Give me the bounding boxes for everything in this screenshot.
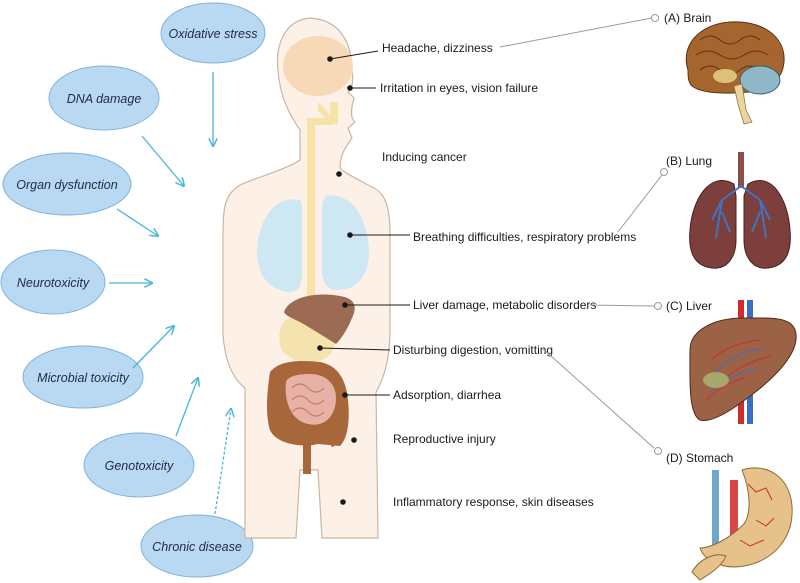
effect-breathing: Breathing difficulties, respiratory prob… (413, 230, 636, 244)
effect-eyes: Irritation in eyes, vision failure (380, 81, 538, 95)
effect-dots (317, 56, 357, 505)
organ-label-liver: (C) Liver (666, 299, 712, 313)
cause-label: Neurotoxicity (17, 276, 90, 290)
cause-label: Oxidative stress (169, 27, 258, 41)
cause-label: Microbial toxicity (37, 371, 129, 385)
left-lung (257, 199, 302, 292)
organ-connectors (499, 14, 668, 455)
arrow (141, 135, 184, 186)
cause-arrows (109, 72, 231, 515)
brain-region (283, 36, 353, 96)
liver-illustration (689, 300, 797, 424)
colon-tail (328, 429, 336, 448)
brain-illustration (685, 21, 785, 125)
arrow (116, 208, 158, 236)
arrow (132, 326, 174, 369)
effect-inflammatory: Inflammatory response, skin diseases (393, 495, 594, 509)
organ-label-stomach: (D) Stomach (666, 451, 733, 465)
effect-cancer: Inducing cancer (382, 150, 467, 164)
liver (284, 294, 355, 344)
human-body (222, 17, 391, 539)
lung-illustration (689, 152, 791, 269)
effect-digestion: Disturbing digestion, vomitting (393, 343, 553, 357)
effect-reproductive: Reproductive injury (393, 432, 496, 446)
effect-diarrhea: Adsorption, diarrhea (393, 388, 501, 402)
cause-label: Organ dysfunction (16, 178, 117, 192)
effect-headache: Headache, dizziness (382, 41, 493, 55)
arrow (175, 378, 198, 437)
cause-organ-dysfunction: Organ dysfunction (2, 152, 132, 216)
intestine-coils (291, 383, 325, 417)
cause-label: DNA damage (67, 92, 142, 106)
organ-label-lung: (B) Lung (666, 154, 712, 168)
airway (330, 102, 338, 124)
cause-label: Chronic disease (152, 540, 242, 554)
cause-oxidative-stress: Oxidative stress (160, 2, 266, 64)
cause-dna-damage: DNA damage (48, 65, 160, 131)
cause-neurotoxicity: Neurotoxicity (0, 249, 106, 315)
cause-label: Genotoxicity (105, 459, 175, 473)
cause-chronic-disease: Chronic disease (140, 514, 254, 578)
effect-liver: Liver damage, metabolic disorders (413, 298, 596, 312)
rectum (303, 444, 311, 474)
cause-genotoxicity: Genotoxicity (83, 432, 195, 498)
arrow (214, 409, 231, 515)
organ-label-brain: (A) Brain (664, 11, 711, 25)
right-lung (322, 195, 370, 290)
stomach-illustration (691, 467, 793, 581)
cause-microbial-toxicity: Microbial toxicity (22, 345, 144, 409)
esophagus (307, 102, 333, 300)
effect-leaders (319, 50, 410, 396)
